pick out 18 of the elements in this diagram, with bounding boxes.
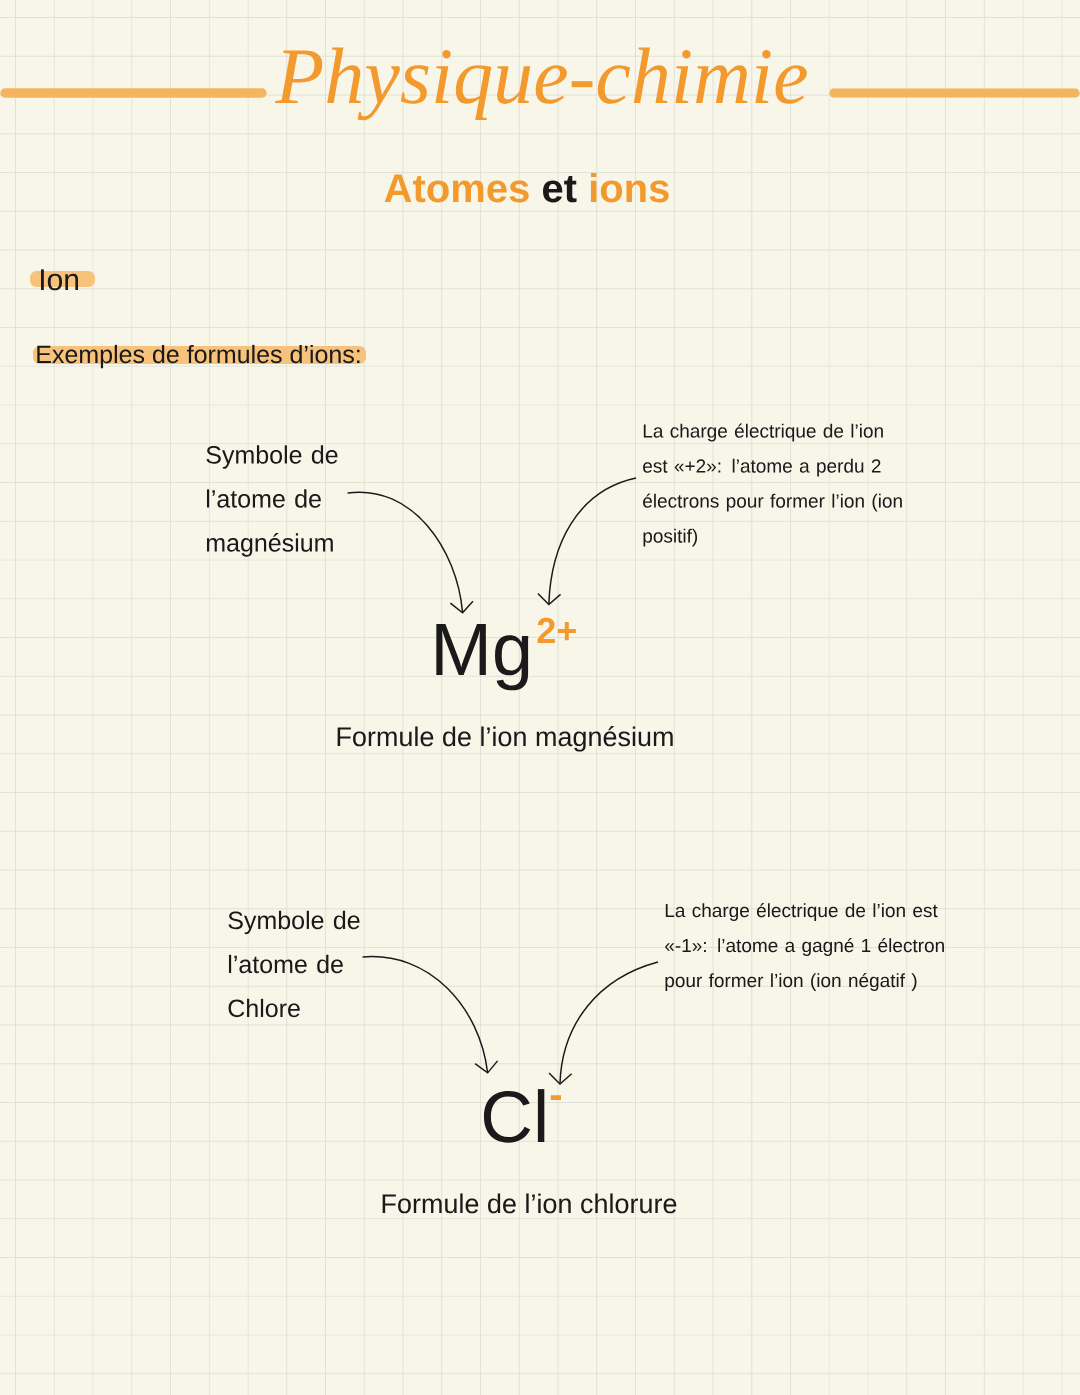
element-symbol: Mg [436, 624, 529, 691]
highlighted-heading: Exemples de formules d’ions: [33, 344, 366, 369]
curved-arrow [346, 491, 474, 614]
curved-arrow [548, 961, 659, 1085]
curved-arrow [537, 477, 637, 606]
curved-arrow [361, 956, 499, 1074]
annotation-text: La charge électrique de l’ion est «+2»: l’atome a perdu 2 électrons pour former l’ion (ion positif) [643, 423, 902, 547]
formula-caption: Formule de l’ion magnésium [337, 726, 673, 752]
annotation-text: Symbole de l’atome de magnésium [206, 445, 338, 557]
ion-charge: - [550, 1095, 561, 1100]
annotation-text: La charge électrique de l’ion est «-1»: l’atome a gagné 1 électron pour former l’ion (ion négatif ) [665, 903, 944, 991]
formula-caption: Formule de l’ion chlorure [382, 1193, 677, 1214]
subtitle: Atomes et ions [384, 173, 669, 203]
ion-charge: 2+ [537, 617, 576, 643]
page-title: Physique-chimie [275, 47, 807, 121]
highlighted-heading: Ion [30, 269, 95, 291]
annotation-text: Symbole de l’atome de Chlore [228, 910, 360, 1018]
element-symbol: Cl [483, 1089, 545, 1143]
